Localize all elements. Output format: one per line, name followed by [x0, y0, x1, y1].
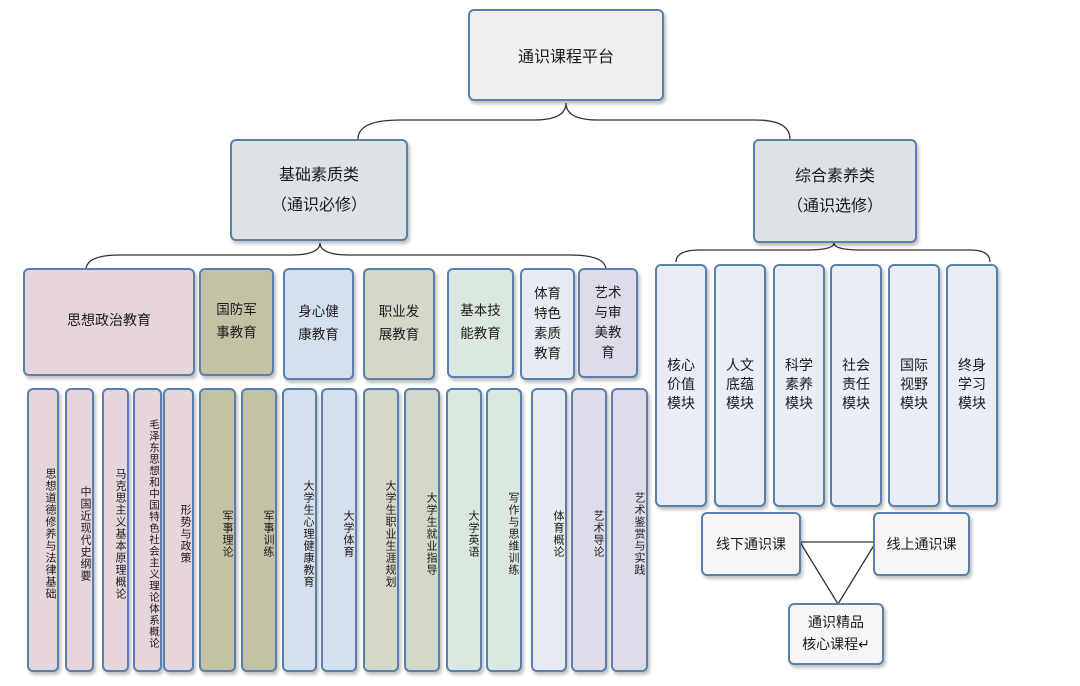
- module-label: 社会责任模块: [842, 358, 870, 412]
- category-comprehensive: 综合素养类 （通识选修）: [753, 139, 917, 243]
- module-node: 社会责任模块: [830, 264, 882, 507]
- platform-title: 通识课程平台: [517, 47, 614, 66]
- module-node: 国际视野模块: [888, 264, 940, 507]
- course-label: 马克思主义基本原理概论: [114, 468, 127, 600]
- course-node: 大学英语: [446, 388, 482, 672]
- section-arts-label: 艺术 与审 美教 育: [594, 284, 622, 362]
- category-basic: 基础素质类 （通识必修）: [230, 139, 408, 241]
- section-defense-label: 国防军 事教育: [216, 302, 257, 341]
- module-node: 科学素养模块: [773, 264, 825, 507]
- course-label: 艺术导论: [592, 510, 605, 558]
- course-label: 体育概论: [552, 510, 565, 558]
- course-node: 大学生就业指导: [404, 388, 440, 672]
- course-node: 大学生心理健康教育: [282, 388, 317, 672]
- course-node: 艺术鉴赏与实践: [611, 388, 648, 672]
- triangle-offline-online-premium: [798, 541, 878, 606]
- course-label: 大学生心理健康教育: [302, 480, 315, 588]
- brace-comprehensive: [675, 242, 991, 263]
- section-career: 职业发 展教育: [363, 268, 435, 380]
- section-ideology-label: 思想政治教育: [67, 313, 151, 330]
- course-node: 军事理论: [199, 388, 236, 672]
- course-label: 军事训练: [262, 510, 275, 558]
- course-label: 大学英语: [467, 510, 480, 558]
- course-node: 马克思主义基本原理概论: [102, 388, 129, 672]
- section-skills: 基本技 能教育: [447, 268, 514, 378]
- offline-course-label: 线下通识课: [716, 537, 786, 553]
- online-course-node: 线上通识课: [873, 512, 970, 576]
- course-label: 军事理论: [221, 510, 234, 558]
- course-node: 写作与思维训练: [486, 388, 522, 672]
- module-label: 人文底蕴模块: [726, 358, 754, 412]
- course-label: 大学生就业指导: [425, 492, 438, 576]
- module-node: 核心价值模块: [655, 264, 707, 507]
- module-label: 科学素养模块: [785, 358, 813, 412]
- course-label: 毛泽东思想和中国特色社会主义理论体系概论: [148, 419, 160, 649]
- section-skills-label: 基本技 能教育: [460, 303, 501, 342]
- category-basic-label: 基础素质类 （通识必修）: [270, 164, 367, 214]
- section-arts: 艺术 与审 美教 育: [578, 268, 638, 378]
- module-label: 国际视野模块: [900, 358, 928, 412]
- course-node: 毛泽东思想和中国特色社会主义理论体系概论: [133, 388, 162, 672]
- module-node: 终身学习模块: [946, 264, 998, 507]
- section-sports: 体育 特色 素质 教育: [520, 268, 575, 380]
- section-health: 身心健 康教育: [283, 268, 354, 380]
- premium-course-label: 通识精品 核心课程↵: [802, 614, 870, 653]
- course-label: 大学生职业生涯规划: [384, 480, 397, 588]
- online-course-label: 线上通识课: [886, 537, 957, 553]
- course-node: 体育概论: [531, 388, 567, 672]
- module-node: 人文底蕴模块: [714, 264, 766, 507]
- module-label: 终身学习模块: [958, 358, 986, 412]
- brace-root: [357, 102, 791, 140]
- platform-root-node: 通识课程平台: [468, 9, 664, 101]
- section-defense: 国防军 事教育: [199, 268, 274, 376]
- section-career-label: 职业发 展教育: [378, 304, 420, 343]
- course-node: 军事训练: [241, 388, 277, 672]
- section-health-label: 身心健 康教育: [298, 304, 339, 343]
- course-node: 思想道德修养与法律基础: [27, 388, 59, 672]
- course-node: 大学体育: [321, 388, 357, 672]
- course-node: 艺术导论: [571, 388, 607, 672]
- module-label: 核心价值模块: [667, 358, 695, 412]
- category-comprehensive-label: 综合素养类 （通识选修）: [786, 165, 883, 215]
- course-node: 中国近现代史纲要: [65, 388, 94, 672]
- course-node: 形势与政策: [163, 388, 194, 672]
- course-label: 中国近现代史纲要: [79, 486, 92, 582]
- brace-basic: [85, 242, 607, 271]
- section-sports-label: 体育 特色 素质 教育: [534, 285, 561, 363]
- section-ideology: 思想政治教育: [23, 268, 195, 376]
- offline-course-node: 线下通识课: [701, 512, 801, 576]
- course-label: 写作与思维训练: [507, 492, 520, 576]
- premium-course-node: 通识精品 核心课程↵: [788, 603, 884, 665]
- course-label: 形势与政策: [179, 504, 192, 564]
- course-label: 大学体育: [342, 510, 355, 558]
- course-label: 思想道德修养与法律基础: [44, 468, 57, 600]
- course-node: 大学生职业生涯规划: [363, 388, 399, 672]
- course-label: 艺术鉴赏与实践: [633, 492, 646, 576]
